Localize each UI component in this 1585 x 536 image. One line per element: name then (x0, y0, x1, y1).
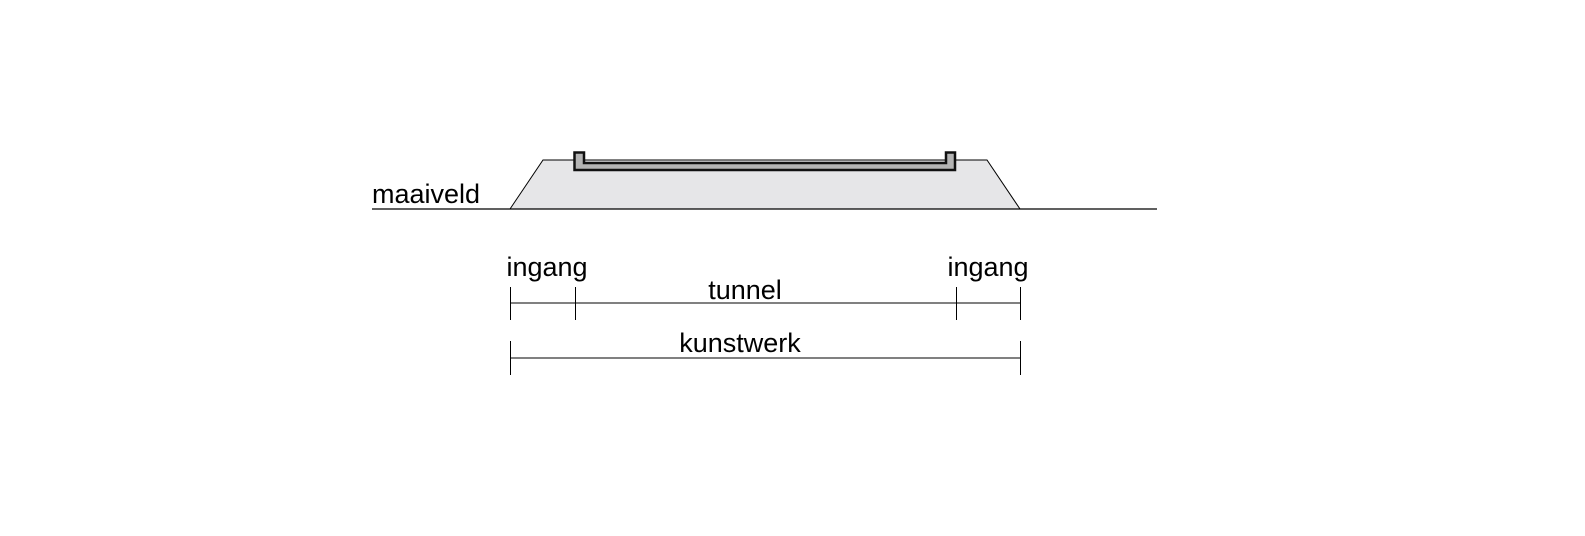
tunnel-dimension (510, 287, 1021, 320)
tunnel-label: tunnel (708, 275, 782, 305)
structure-label: kunstwerk (679, 328, 801, 358)
tunnel-structure (573, 151, 957, 172)
ground-label: maaiveld (372, 179, 480, 209)
entrance-right-label: ingang (947, 252, 1028, 282)
entrance-left-label: ingang (506, 252, 587, 282)
structure-dimension (510, 341, 1021, 375)
